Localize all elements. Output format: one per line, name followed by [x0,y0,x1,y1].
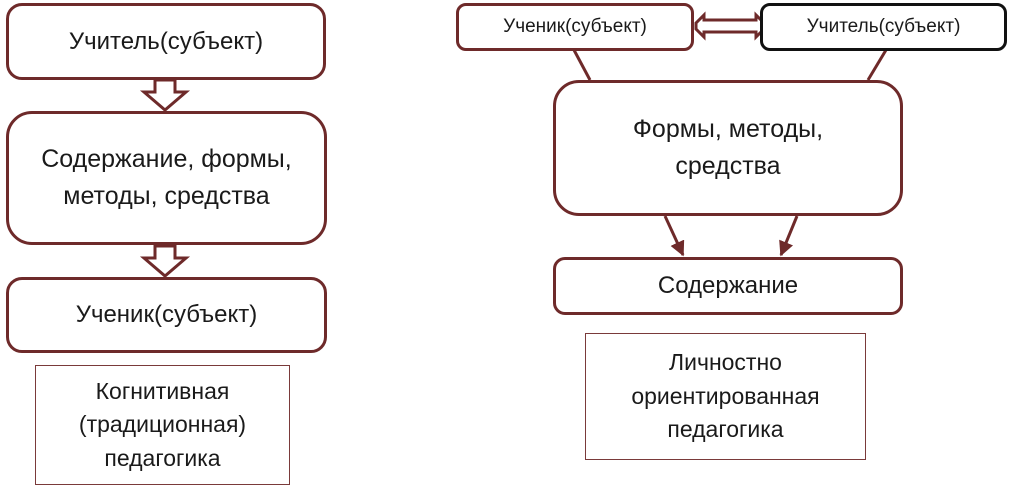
hollow-down-arrow-1 [139,78,191,112]
left-caption-line-2: (традиционная) [78,411,247,438]
right-content-box: Содержание [553,257,903,315]
left-content-box: Содержание, формы, методы, средства [6,111,327,245]
double-arrow [694,11,766,41]
right-caption-box: Личностно ориентированная педагогика [585,333,866,460]
right-forms-line-1: Формы, методы, [632,114,824,143]
right-caption-line-2: ориентированная [631,382,820,409]
connector-teacher-forms [866,49,888,81]
right-caption-line-1: Личностно [669,349,782,376]
arrow-forms-content-right [779,215,799,257]
left-student-box: Ученик(субъект) [6,277,327,353]
left-caption-box: Когнитивная (традиционная) педагогика [35,365,290,485]
right-student-box: Ученик(субъект) [456,3,694,51]
connector-student-forms [572,49,592,81]
right-content-label: Содержание [657,272,799,299]
right-teacher-label: Учитель(субъект) [806,16,961,37]
right-teacher-box: Учитель(субъект) [760,3,1007,51]
hollow-down-arrow-2 [139,244,191,278]
left-caption-line-1: Когнитивная [95,377,230,404]
left-caption-line-3: педагогика [104,444,221,471]
right-caption-line-3: педагогика [667,416,784,443]
left-student-label: Ученик(субъект) [75,301,258,328]
left-content-line-2: методы, средства [63,182,270,210]
right-student-label: Ученик(субъект) [503,16,647,37]
arrow-forms-content-left [663,215,685,257]
left-teacher-box: Учитель(субъект) [6,3,326,80]
right-forms-line-2: средства [675,152,781,180]
left-content-line-1: Содержание, формы, [41,144,292,173]
left-teacher-label: Учитель(субъект) [68,27,264,55]
right-forms-box: Формы, методы, средства [553,80,903,216]
